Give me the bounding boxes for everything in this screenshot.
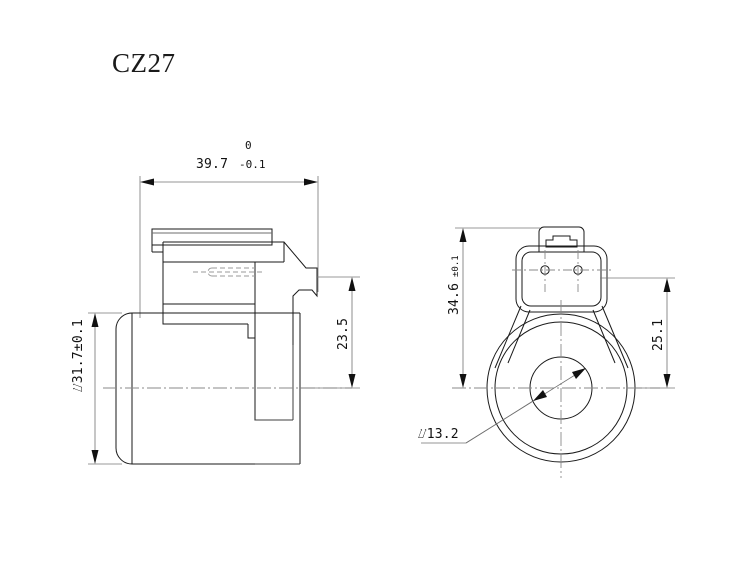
connector-boss-right-profile <box>292 289 318 420</box>
leader-bore-diagonal-lower <box>465 400 534 444</box>
arrow-bore-lower <box>533 390 547 401</box>
dim-total-height-tolerance: ±0.1 <box>451 255 461 277</box>
dim-width-tolerance-upper: 0 <box>245 139 252 152</box>
arrow-346-top <box>459 228 467 242</box>
connector-shoulder-profile <box>163 241 318 292</box>
dim-bore-value: ⌰13.2 <box>418 427 459 442</box>
arrow-251-top <box>663 278 671 292</box>
dim-width-value: 39.7 <box>196 157 228 172</box>
arrow-dia-top <box>91 313 99 327</box>
dim-width-tolerance-lower: -0.1 <box>239 158 266 171</box>
connector-housing-inner <box>521 251 602 307</box>
page-title: CZ27 <box>112 48 176 78</box>
dim-total-height-value: 34.6 <box>447 283 462 315</box>
arrow-251-bottom <box>663 374 671 388</box>
dim-connector-height-value: 23.5 <box>336 318 351 350</box>
connector-inner-step <box>247 262 256 339</box>
connector-boss-lower-left <box>254 338 293 421</box>
connector-cap-bar <box>151 228 273 246</box>
arrow-width-right <box>304 178 318 186</box>
left-side-view: 39.7 0 -0.1 <box>71 139 360 465</box>
body-left-rounded-profile <box>115 312 300 465</box>
dim-center-height-value: 25.1 <box>651 319 666 351</box>
arrow-dia-bottom <box>91 450 99 464</box>
arrow-bore-upper <box>572 368 586 379</box>
connector-body-left-profile <box>162 242 248 325</box>
connector-housing-outer <box>515 245 608 313</box>
latch-tab-outer <box>538 226 585 253</box>
hidden-slot-cap <box>207 267 213 277</box>
arrow-346-bottom <box>459 374 467 388</box>
latch-tab-inner-detail <box>545 235 578 248</box>
arrow-235-top <box>348 277 356 291</box>
arrow-width-left <box>140 178 154 186</box>
dim-diameter-body-value: ⌰31.7±0.1 <box>71 319 86 392</box>
right-front-view: ⌰13.2 34.6 ±0.1 25.1 <box>418 226 675 478</box>
arrow-235-bottom <box>348 374 356 388</box>
skirt-right-inner <box>592 309 616 364</box>
